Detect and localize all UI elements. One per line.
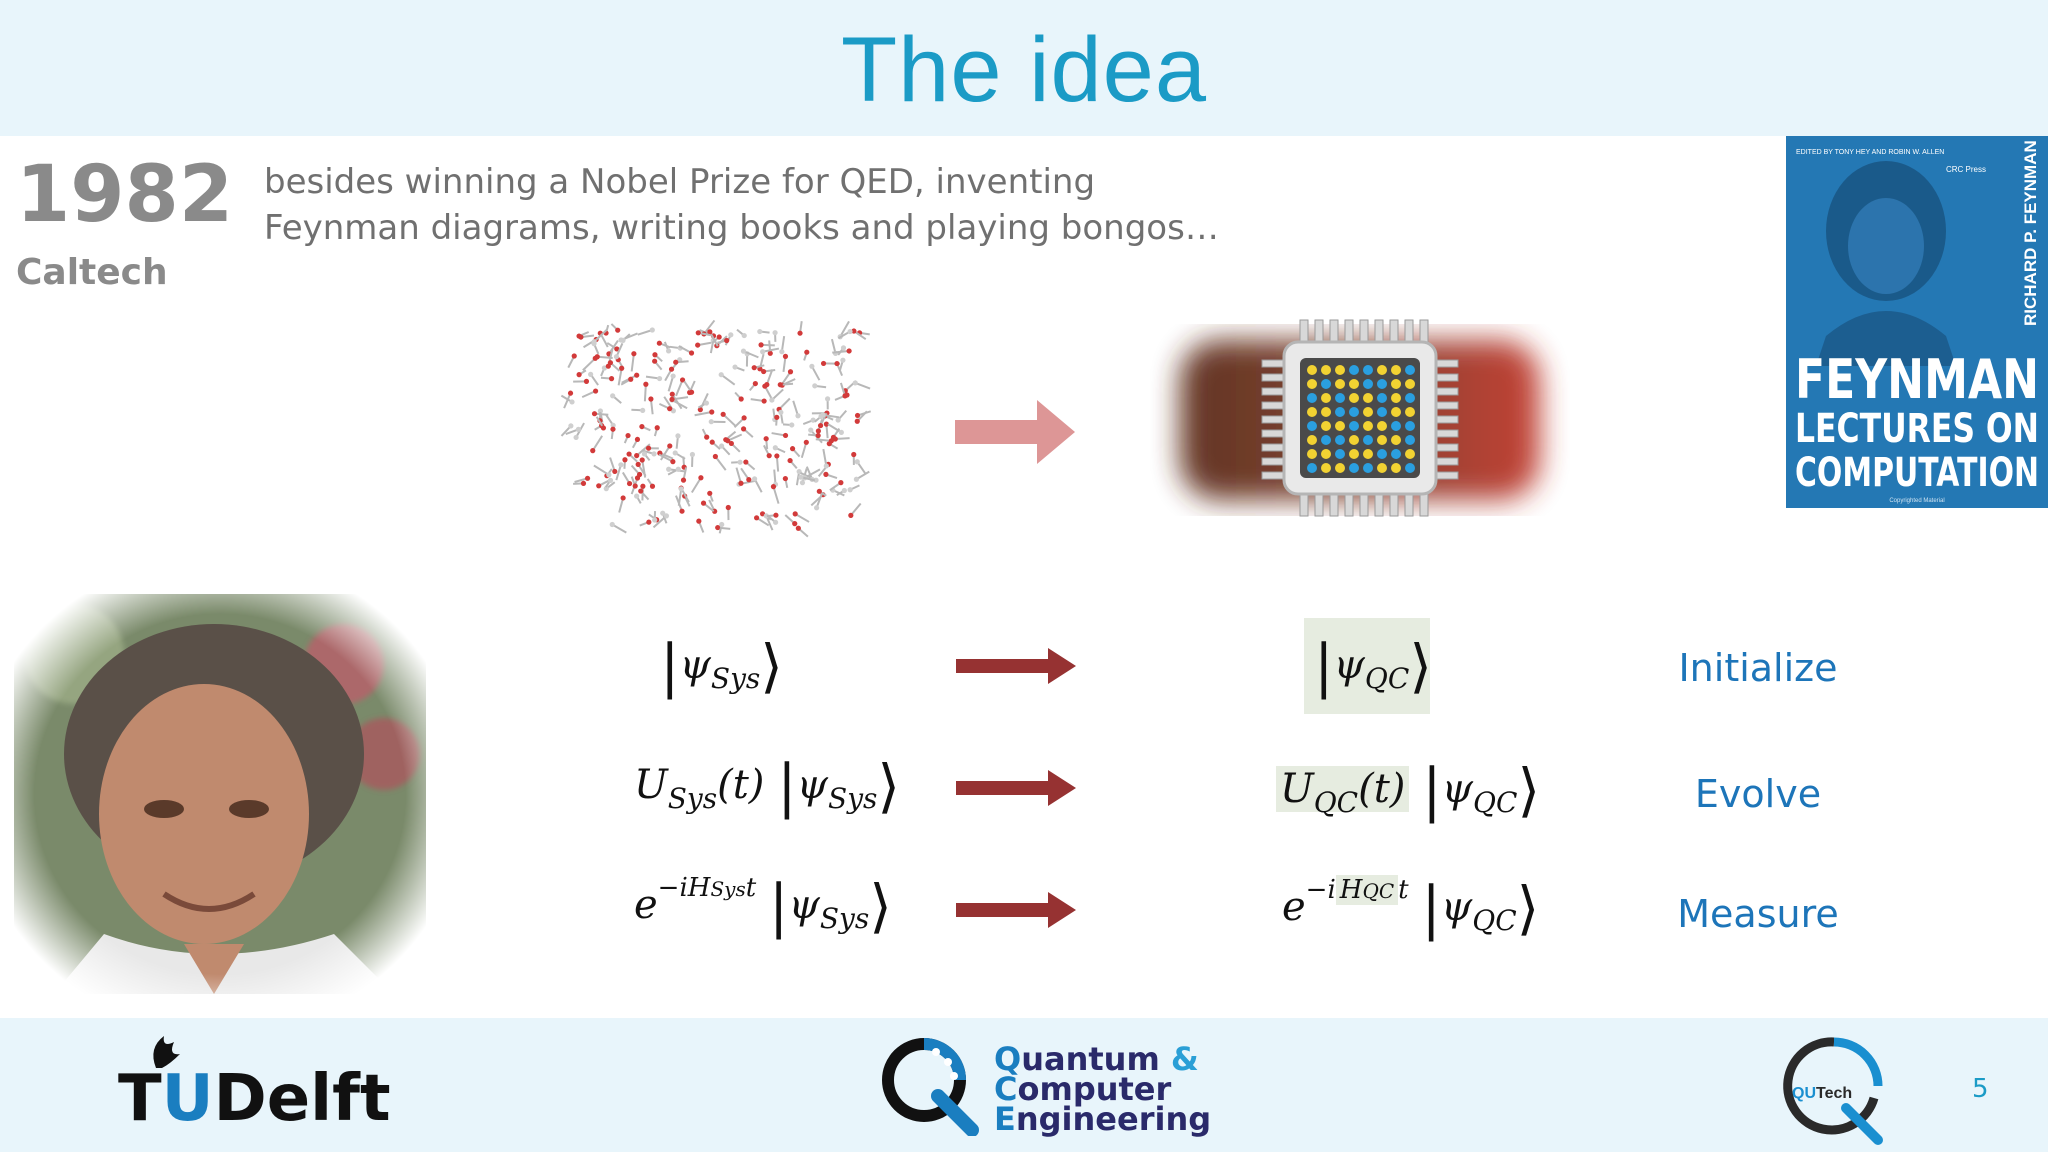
arrow-initialize-icon	[956, 648, 1076, 684]
feynman-book-cover: EDITED BY TONY HEY AND ROBIN W. ALLEN CR…	[1786, 136, 2048, 508]
feynman-portrait-photo	[14, 594, 426, 994]
qutech-tech-text: Tech	[1816, 1085, 1852, 1102]
qce-logo-icon	[882, 1038, 979, 1136]
book-editors: EDITED BY TONY HEY AND ROBIN W. ALLEN	[1796, 149, 1944, 156]
book-author: RICHARD P. FEYNMAN	[2021, 140, 2040, 326]
equation-sys-measure: e−iHSyst |ψSys⟩	[634, 872, 892, 940]
qce-text-line-1: Quantum &	[994, 1040, 1199, 1078]
arrow-measure-icon	[956, 892, 1076, 928]
book-title-line-2: LECTURES ON	[1795, 406, 2039, 452]
footer-band	[0, 1018, 2048, 1152]
qce-text-line-2: Computer	[994, 1070, 1172, 1108]
intro-text-line-1: besides winning a Nobel Prize for QED, i…	[264, 162, 1096, 202]
tudelft-logo: TUDelft	[118, 1062, 391, 1136]
book-publisher: CRC Press	[1946, 165, 1986, 174]
step-evolve-label: Evolve	[1694, 772, 1822, 816]
step-initialize-label: Initialize	[1678, 646, 1838, 690]
svg-text:QUTech: QUTech	[1792, 1085, 1852, 1102]
quantum-chip-image	[1180, 319, 1540, 517]
place-label: Caltech	[16, 252, 168, 293]
pink-arrow-icon	[955, 400, 1075, 464]
step-measure-label: Measure	[1677, 892, 1839, 936]
qce-text-line-3: Engineering	[994, 1100, 1212, 1138]
book-title-line-3: COMPUTATION	[1795, 450, 2039, 496]
molecule-system-image	[560, 319, 872, 538]
equation-sys-evolution: USys(t) |ψSys⟩	[634, 752, 901, 820]
page-number: 5	[1972, 1074, 1989, 1104]
book-title-line-1: FEYNMAN	[1795, 348, 2039, 411]
intro-text-line-2: Feynman diagrams, writing books and play…	[264, 208, 1219, 248]
tudelft-flame-icon	[153, 1036, 180, 1068]
book-footer: Copyrighted Material	[1889, 498, 1944, 504]
year-label: 1982	[16, 150, 234, 240]
equation-qc-evolution: UQC(t) |ψQC⟩	[1276, 756, 1540, 824]
qutech-logo: QUTech	[1783, 1037, 1883, 1145]
slide-title: The idea	[840, 19, 1208, 121]
equation-qc-initial-state: |ψQC⟩	[1304, 618, 1432, 714]
title-band	[0, 0, 2048, 136]
equation-sys-initial-state: |ψSys⟩	[660, 632, 783, 700]
qutech-qu-text: QU	[1792, 1085, 1816, 1102]
arrow-evolve-icon	[956, 770, 1076, 806]
